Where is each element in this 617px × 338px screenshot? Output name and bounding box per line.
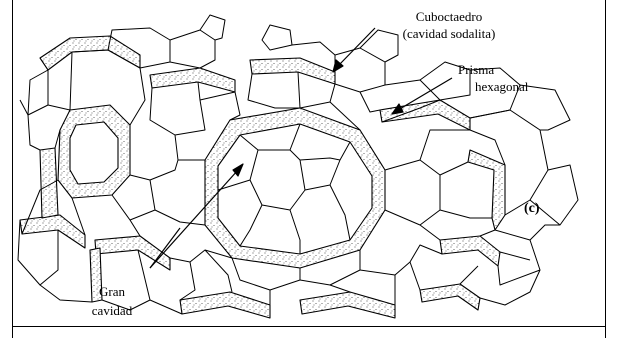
label-prisma-line2: hexagonal xyxy=(475,79,528,94)
label-gran-line1: Gran xyxy=(82,284,142,299)
label-cuboctaedro-line2: (cavidad sodalita) xyxy=(370,26,528,41)
label-cuboctaedro-line1: Cuboctaedro xyxy=(383,9,515,24)
label-prisma-line1: Prisma xyxy=(458,62,494,77)
stippled-rims xyxy=(20,36,505,318)
label-gran-line2: cavidad xyxy=(78,303,146,318)
panel-label: (c) xyxy=(524,201,540,217)
